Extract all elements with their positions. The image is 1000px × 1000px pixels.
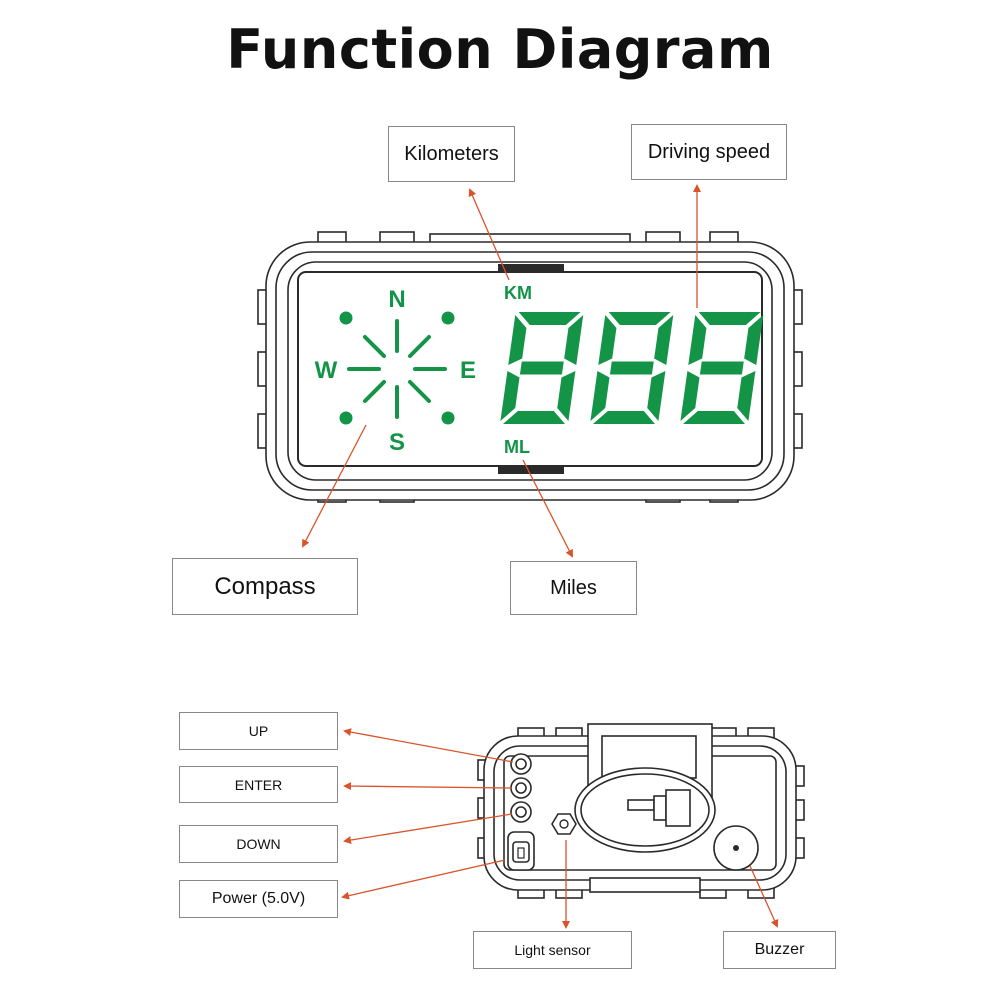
power-port[interactable] xyxy=(507,831,535,871)
down-label: DOWN xyxy=(179,825,338,863)
digit-segment-f xyxy=(688,315,707,365)
speed-digit xyxy=(680,312,764,424)
page-title: Function Diagram xyxy=(226,18,774,81)
power-label: Power (5.0V) xyxy=(179,880,338,918)
compass-icon xyxy=(339,311,455,425)
top-notch xyxy=(498,264,564,272)
digit-segment-c xyxy=(737,371,756,421)
light-sensor-icon xyxy=(551,813,577,835)
unit-km-label: KM xyxy=(504,283,532,303)
callout-arrows xyxy=(302,184,779,929)
compass-east-label: E xyxy=(460,357,476,384)
digit-segment-g xyxy=(519,361,564,375)
speed-digit xyxy=(500,312,584,424)
digit-segment-g xyxy=(609,361,654,375)
digit-segment-d xyxy=(593,411,655,424)
compass-west-label: W xyxy=(315,357,338,384)
digit-segment-c xyxy=(557,371,576,421)
digit-segment-f xyxy=(508,315,527,365)
digit-segment-e xyxy=(680,371,700,421)
digit-segment-a xyxy=(698,312,761,325)
kilometers-label: Kilometers xyxy=(388,126,515,182)
digit-segment-a xyxy=(608,312,671,325)
digit-segment-d xyxy=(503,411,565,424)
up-label: UP xyxy=(179,712,338,750)
enter-button[interactable] xyxy=(510,777,532,799)
speed-digits xyxy=(500,312,764,424)
compass-label: Compass xyxy=(172,558,358,615)
compass-north-label: N xyxy=(388,286,405,313)
light-sensor-label: Light sensor xyxy=(473,931,632,969)
driving-speed-label: Driving speed xyxy=(631,124,787,180)
digit-segment-e xyxy=(500,371,520,421)
enter-label: ENTER xyxy=(179,766,338,803)
digit-segment-e xyxy=(590,371,610,421)
buzzer-icon xyxy=(713,825,759,871)
down-button[interactable] xyxy=(510,801,532,823)
digit-segment-d xyxy=(683,411,745,424)
buzzer-label: Buzzer xyxy=(723,931,836,969)
unit-ml-label: ML xyxy=(504,437,530,457)
digit-segment-f xyxy=(598,315,617,365)
speed-digit xyxy=(590,312,674,424)
digit-segment-a xyxy=(518,312,581,325)
miles-label: Miles xyxy=(510,561,637,615)
digit-segment-g xyxy=(699,361,744,375)
digit-segment-b xyxy=(564,315,584,365)
up-button[interactable] xyxy=(510,753,532,775)
digit-segment-b xyxy=(744,315,764,365)
digit-segment-b xyxy=(654,315,674,365)
bottom-notch xyxy=(498,466,564,474)
digit-segment-c xyxy=(647,371,666,421)
compass-south-label: S xyxy=(389,429,405,456)
